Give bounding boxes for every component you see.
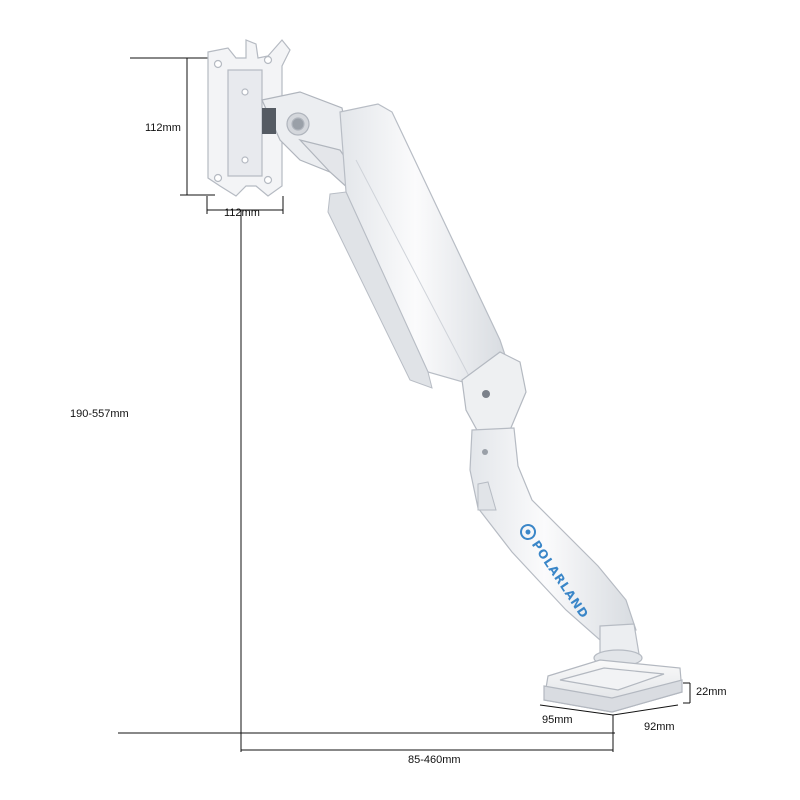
plate-width-label: 112mm bbox=[224, 207, 260, 219]
mounting-pole bbox=[593, 623, 643, 667]
clamp-base bbox=[543, 659, 683, 713]
lower-arm-segment bbox=[469, 427, 637, 641]
dimension-lines bbox=[118, 57, 691, 752]
base-width-label: 92mm bbox=[644, 721, 675, 733]
elbow-joint bbox=[461, 351, 527, 433]
vesa-plate bbox=[207, 39, 291, 197]
plate-height-label: 112mm bbox=[145, 122, 181, 134]
base-depth-label: 95mm bbox=[542, 714, 573, 726]
upper-arm-segment bbox=[327, 103, 509, 389]
height-range-label: 190-557mm bbox=[70, 408, 129, 420]
brand-logo-icon bbox=[520, 524, 536, 540]
reach-range-label: 85-460mm bbox=[408, 754, 461, 766]
base-height-label: 22mm bbox=[696, 686, 727, 698]
